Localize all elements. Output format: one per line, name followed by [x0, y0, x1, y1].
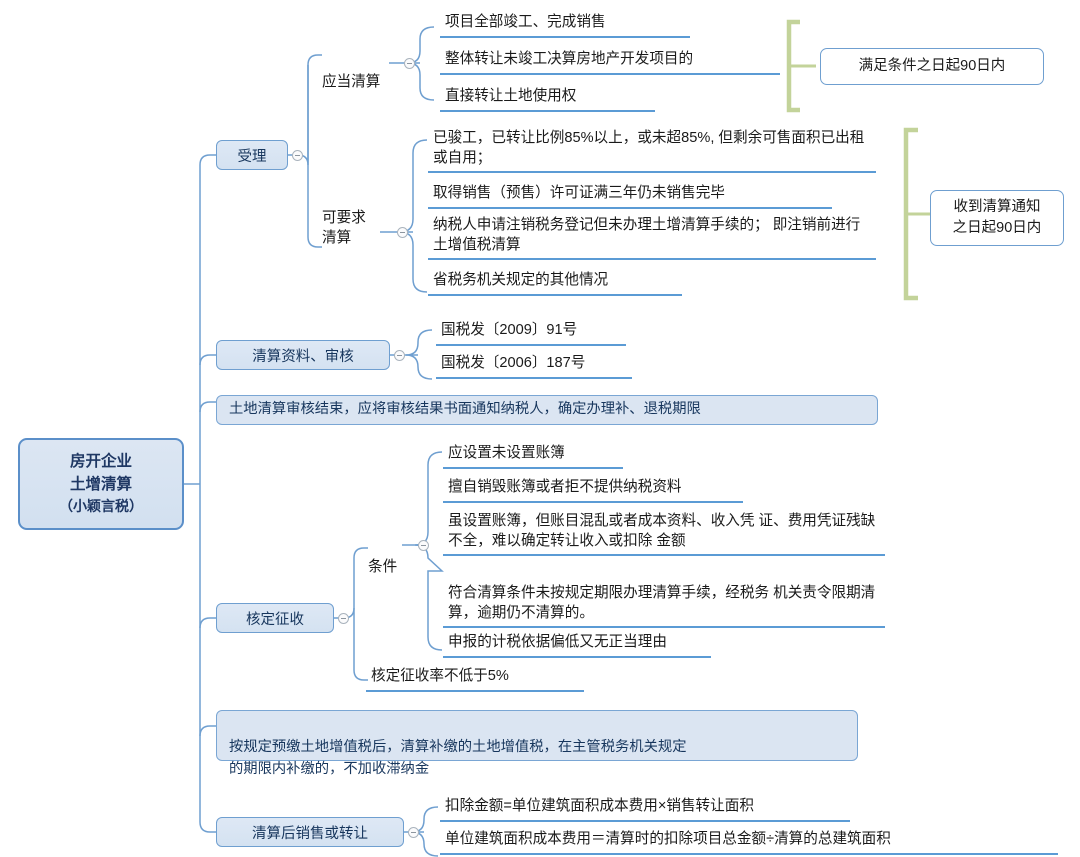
outcome-keyaoqiu-line-1: 收到清算通知 [953, 199, 1041, 216]
leaf-ziliao-1[interactable]: 国税发〔2006〕187号 [436, 353, 632, 379]
root-node[interactable]: 房开企业 土增清算 （小颖言税） [18, 438, 184, 530]
toggle-shouli[interactable] [292, 150, 303, 161]
leaf-qingsuanhou-1[interactable]: 单位建筑面积成本费用＝清算时的扣除项目总金额÷清算的总建筑面积 [440, 829, 1058, 855]
branch-shouli-label: 受理 [237, 148, 267, 165]
root-line-3: （小颖言税） [59, 498, 143, 515]
root-line-1: 房开企业 [69, 453, 132, 471]
leaf-keyaoqiu-2[interactable]: 纳税人申请注销税务登记但未办理土增清算手续的； 即注销前进行土增值税清算 [428, 215, 876, 261]
branch-shouli[interactable]: 受理 [216, 140, 288, 170]
leaf-yingdang-2[interactable]: 直接转让土地使用权 [440, 86, 655, 112]
group-tiaojian-label[interactable]: 条件 [368, 539, 412, 578]
group-yingdang-label[interactable]: 应当清算 [322, 54, 394, 93]
group-tiaojian-text: 条件 [368, 559, 398, 576]
group-keyaoqiu-label[interactable]: 可要求 清算 [322, 190, 392, 248]
statement-yujiao[interactable]: 按规定预缴土地增值税后，清算补缴的土地增值税，在主管税务机关规定 的期限内补缴的… [216, 710, 858, 777]
branch-ziliao[interactable]: 清算资料、审核 [216, 340, 390, 370]
root-line-2: 土增清算 [69, 475, 132, 493]
branch-ziliao-label: 清算资料、审核 [252, 348, 354, 365]
leaf-tiaojian-2[interactable]: 虽设置账簿，但账目混乱或者成本资料、收入凭 证、费用凭证残缺不全，难以确定转让收… [443, 511, 885, 557]
branch-heding-label: 核定征收 [246, 611, 304, 628]
leaf-tiaojian-0[interactable]: 应设置未设置账簿 [443, 443, 623, 469]
outcome-yingdang[interactable]: 满足条件之日起90日内 [820, 48, 1044, 85]
leaf-heding-rate[interactable]: 核定征收率不低于5% [366, 666, 584, 692]
leaf-tiaojian-3[interactable]: 符合清算条件未按规定期限办理清算手续，经税务 机关责令限期清算，逾期仍不清算的。 [443, 583, 885, 629]
leaf-tiaojian-1[interactable]: 擅自销毁账簿或者拒不提供纳税资料 [443, 477, 743, 503]
branch-qingsuanhou[interactable]: 清算后销售或转让 [216, 817, 404, 847]
leaf-keyaoqiu-1[interactable]: 取得销售（预售）许可证满三年仍未销售完毕 [428, 183, 832, 209]
toggle-ziliao[interactable] [394, 350, 405, 361]
leaf-tiaojian-4[interactable]: 申报的计税依据偏低又无正当理由 [443, 632, 711, 658]
outcome-keyaoqiu[interactable]: 收到清算通知 之日起90日内 [930, 190, 1064, 246]
group-yingdang-text: 应当清算 [322, 74, 381, 91]
toggle-qingsuanhou[interactable] [408, 827, 419, 838]
toggle-tiaojian[interactable] [418, 540, 429, 551]
leaf-keyaoqiu-0[interactable]: 已骏工，已转让比例85%以上，或未超85%, 但剩余可售面积已出租或自用； [428, 128, 876, 174]
leaf-keyaoqiu-3[interactable]: 省税务机关规定的其他情况 [428, 270, 682, 296]
leaf-ziliao-0[interactable]: 国税发〔2009〕91号 [436, 320, 626, 346]
leaf-yingdang-0[interactable]: 项目全部竣工、完成销售 [440, 12, 690, 38]
branch-qingsuanhou-label: 清算后销售或转让 [252, 825, 368, 842]
toggle-heding[interactable] [338, 613, 349, 624]
leaf-yingdang-1[interactable]: 整体转让未竣工决算房地产开发项目的 [440, 49, 780, 75]
branch-heding[interactable]: 核定征收 [216, 603, 334, 633]
statement-shenhe-jieshu[interactable]: 土地清算审核结束，应将审核结果书面通知纳税人，确定办理补、退税期限 [216, 395, 878, 425]
leaf-qingsuanhou-0[interactable]: 扣除金额=单位建筑面积成本费用×销售转让面积 [440, 796, 850, 822]
outcome-keyaoqiu-line-2: 之日起90日内 [952, 220, 1042, 236]
toggle-keyaoqiu[interactable] [397, 227, 408, 238]
group-keyaoqiu-text: 可要求 清算 [322, 210, 366, 246]
toggle-yingdang[interactable] [404, 58, 415, 69]
